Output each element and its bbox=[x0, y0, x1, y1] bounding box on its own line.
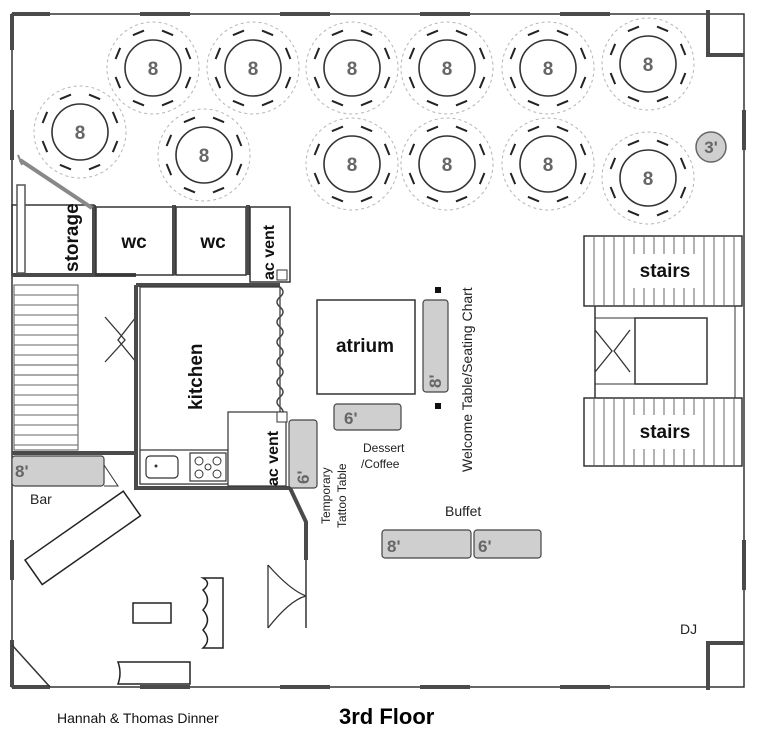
round-tables: 8 8 8 8 8 8 8 8 8 8 8 8 bbox=[33, 17, 695, 225]
small-table-size: 3' bbox=[704, 138, 718, 157]
round-table-seats: 8 bbox=[148, 59, 159, 80]
right-stairwell: stairs stairs bbox=[583, 235, 743, 467]
event-caption: Hannah & Thomas Dinner bbox=[57, 710, 219, 726]
round-table-seats: 8 bbox=[347, 59, 358, 80]
dessert-label-line1: Dessert bbox=[363, 441, 405, 455]
ac-vent-top-label: ac vent bbox=[261, 224, 278, 280]
round-table-seats: 8 bbox=[442, 155, 453, 176]
bar-table-size: 8' bbox=[15, 462, 29, 481]
ac-vent-bottom-label: ac vent bbox=[265, 430, 282, 486]
round-table-seats: 8 bbox=[543, 59, 554, 80]
round-table-2[interactable]: 8 bbox=[206, 21, 300, 115]
round-table-6[interactable]: 8 bbox=[601, 17, 695, 111]
bar-label: Bar bbox=[30, 491, 52, 507]
round-table-8[interactable]: 8 bbox=[157, 108, 251, 202]
wc-1-label: wc bbox=[120, 232, 147, 253]
round-table-7[interactable]: 8 bbox=[33, 85, 127, 179]
welcome-table[interactable]: 8' bbox=[422, 287, 449, 409]
kitchen-label: kitchen bbox=[186, 343, 207, 410]
round-table-seats: 8 bbox=[543, 155, 554, 176]
service-block: storage wc wc ac vent bbox=[11, 154, 291, 283]
atrium: atrium bbox=[316, 299, 416, 395]
buffet-table-6-size: 6' bbox=[478, 537, 492, 556]
round-table-4[interactable]: 8 bbox=[400, 21, 494, 115]
round-table-seats: 8 bbox=[248, 59, 259, 80]
round-table-seats: 8 bbox=[199, 146, 210, 167]
round-table-10[interactable]: 8 bbox=[400, 117, 494, 211]
tattoo-table-size: 6' bbox=[294, 471, 313, 485]
wc-2-label: wc bbox=[199, 232, 226, 253]
welcome-table-label: Welcome Table/Seating Chart bbox=[459, 287, 475, 472]
atrium-label: atrium bbox=[336, 336, 394, 357]
lounge-furniture bbox=[116, 560, 307, 685]
dessert-table-size: 6' bbox=[344, 409, 358, 428]
tattoo-label-line1: Temporary bbox=[319, 467, 333, 524]
dessert-label-line2: /Coffee bbox=[361, 457, 400, 471]
buffet-label: Buffet bbox=[445, 503, 481, 519]
round-table-seats: 8 bbox=[643, 169, 654, 190]
round-table-9[interactable]: 8 bbox=[305, 117, 399, 211]
stairs-bottom-label: stairs bbox=[640, 422, 691, 443]
round-table-seats: 8 bbox=[442, 59, 453, 80]
tattoo-label-line2: Tattoo Table bbox=[335, 463, 349, 528]
small-round-table: 3' bbox=[695, 131, 727, 163]
bar-area: 8' Bar bbox=[11, 451, 142, 586]
buffet-tables[interactable]: 8' 6' bbox=[381, 529, 542, 559]
dessert-table[interactable]: 6' bbox=[333, 403, 402, 431]
round-table-1[interactable]: 8 bbox=[106, 21, 200, 115]
round-table-5[interactable]: 8 bbox=[501, 21, 595, 115]
floor-title: 3rd Floor bbox=[339, 704, 435, 729]
welcome-table-size: 8' bbox=[426, 375, 445, 389]
kitchen-area: kitchen ac vent bbox=[136, 286, 308, 560]
round-table-seats: 8 bbox=[347, 155, 358, 176]
left-stairwell bbox=[13, 283, 280, 490]
stairs-top-label: stairs bbox=[640, 261, 691, 282]
tattoo-table[interactable]: 6' bbox=[288, 419, 318, 489]
storage-label: storage bbox=[62, 203, 83, 272]
round-table-seats: 8 bbox=[75, 123, 86, 144]
buffet-table-8-size: 8' bbox=[387, 537, 401, 556]
round-table-seats: 8 bbox=[643, 55, 654, 76]
dj-label: DJ bbox=[680, 621, 697, 637]
round-table-11[interactable]: 8 bbox=[501, 117, 595, 211]
round-table-12[interactable]: 8 bbox=[601, 131, 695, 225]
round-table-3[interactable]: 8 bbox=[305, 21, 399, 115]
